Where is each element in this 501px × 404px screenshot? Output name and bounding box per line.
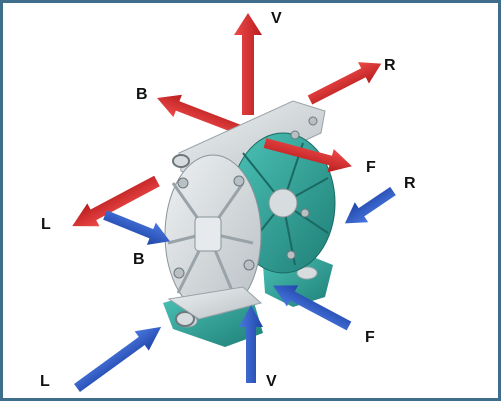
red-arrow-f-icon bbox=[263, 138, 352, 173]
label-v-bottom: V bbox=[266, 373, 277, 390]
blue-arrow-v-icon bbox=[239, 305, 263, 383]
blue-arrow-r-icon bbox=[344, 186, 396, 224]
red-arrow-b-icon bbox=[157, 94, 245, 136]
label-b-bottom: B bbox=[133, 251, 145, 268]
label-r-bottom: R bbox=[404, 175, 416, 192]
label-l-top: L bbox=[41, 216, 51, 233]
blue-arrow-b-icon bbox=[103, 210, 170, 245]
red-arrow-l-icon bbox=[72, 175, 160, 227]
label-f-bottom: F bbox=[365, 329, 375, 346]
blue-arrow-l-icon bbox=[74, 326, 162, 393]
label-r-top: R bbox=[384, 57, 396, 74]
label-f-top: F bbox=[366, 159, 376, 176]
label-b-top: B bbox=[136, 86, 148, 103]
red-arrow-r-icon bbox=[307, 62, 382, 105]
label-v-top: V bbox=[271, 10, 282, 27]
pump-icon bbox=[163, 100, 336, 347]
pump-diagram bbox=[72, 13, 396, 393]
label-l-bottom: L bbox=[40, 373, 50, 390]
red-arrow-v-icon bbox=[234, 13, 262, 115]
blue-arrow-f-icon bbox=[273, 285, 352, 331]
